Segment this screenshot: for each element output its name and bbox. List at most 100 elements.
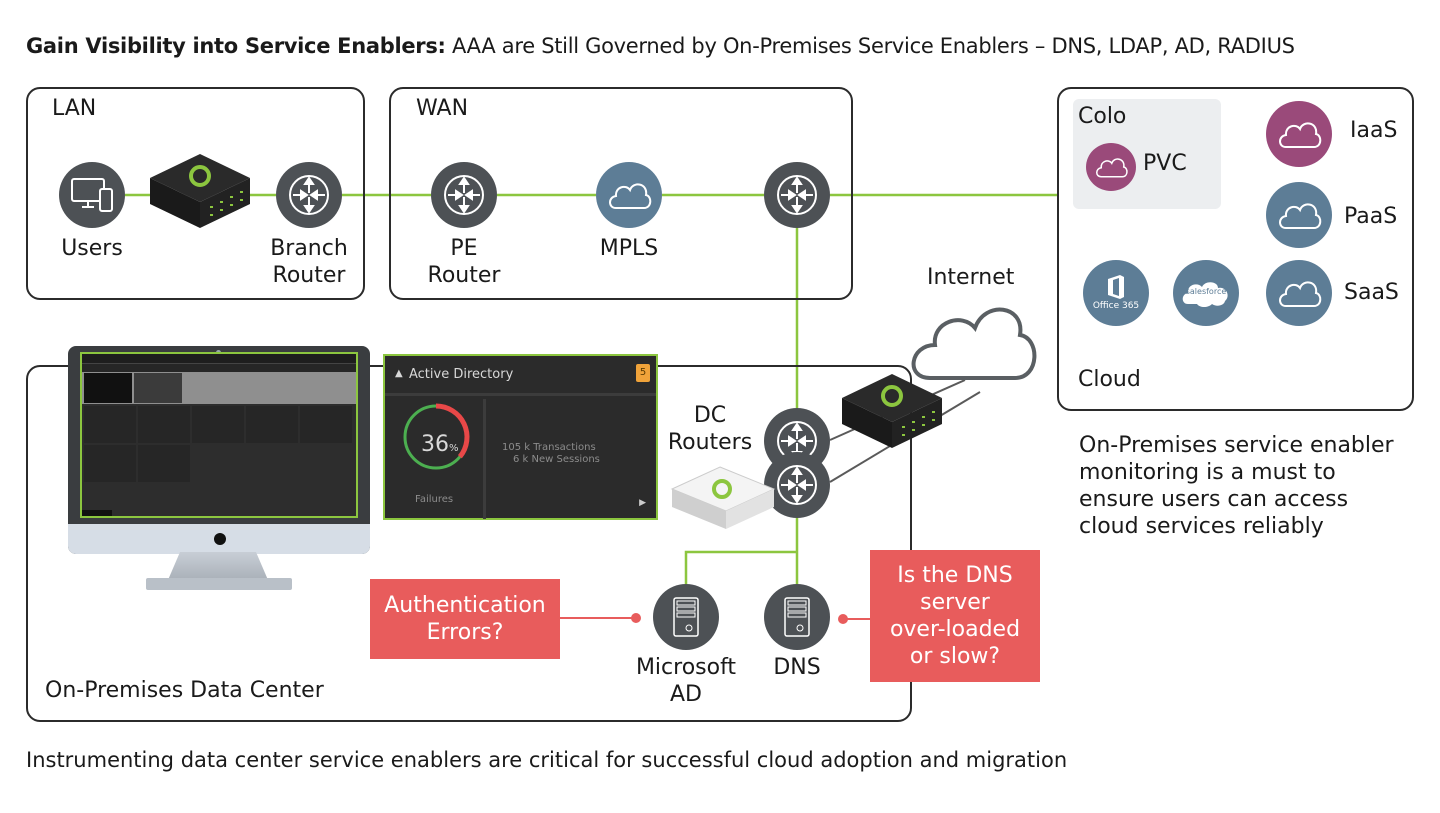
wan-edge-router-node[interactable] <box>764 162 830 228</box>
router-icon <box>777 175 817 215</box>
transactions-stat: 105 k Transactions <box>502 442 596 453</box>
wan-label: WAN <box>416 96 469 121</box>
dns-label: DNS <box>773 655 821 680</box>
iaas-node[interactable] <box>1266 101 1332 167</box>
expand-arrow-icon[interactable]: ▶ <box>639 498 646 508</box>
sessions-stat: 6 k New Sessions <box>513 454 600 465</box>
callout-line: Is the DNS <box>897 563 1013 588</box>
dc-probe-appliance-icon[interactable] <box>670 465 776 531</box>
microsoft-ad-label-line2: AD <box>670 682 702 707</box>
monitor-logo-icon <box>214 533 226 545</box>
gauge-failure-arc <box>435 403 470 459</box>
router-icon <box>777 465 817 505</box>
callout-line: or slow? <box>909 644 1001 669</box>
datacenter-label: On-Premises Data Center <box>45 678 324 703</box>
dashboard-tile[interactable] <box>84 445 136 482</box>
dashboard-tile[interactable] <box>84 373 132 403</box>
failure-percent-sign: % <box>449 443 459 454</box>
note-line: ensure users can access <box>1079 487 1349 512</box>
auth-errors-callout: Authentication Errors? <box>370 579 560 659</box>
monitor-base <box>146 578 292 590</box>
microsoft-ad-label-line1: Microsoft <box>635 655 737 680</box>
callout-line: Errors? <box>426 620 504 645</box>
users-label: Users <box>61 236 123 261</box>
note-line: cloud services reliably <box>1079 514 1324 539</box>
router-icon <box>444 175 484 215</box>
internet-probe-appliance-icon[interactable] <box>840 372 944 450</box>
salesforce-logo: salesforce <box>1180 278 1232 308</box>
dashboard-footer-tab <box>82 510 112 516</box>
dc-routers-label: DC Routers <box>665 402 755 456</box>
server-icon <box>784 597 810 637</box>
callout-line: over-loaded <box>889 617 1021 642</box>
cloud-icon <box>1096 158 1128 178</box>
lan-label: LAN <box>52 96 97 121</box>
office-icon <box>1108 275 1124 299</box>
pe-router-node[interactable] <box>431 162 497 228</box>
branch-router-label: Branch Router <box>259 235 359 289</box>
cloud-icon <box>1279 281 1322 307</box>
dashboard-tile[interactable] <box>246 406 298 443</box>
dc-router-2-node[interactable] <box>764 452 830 518</box>
paas-label: PaaS <box>1344 204 1398 229</box>
title-bold: Gain Visibility into Service Enablers: <box>26 34 446 58</box>
failures-label: Failures <box>415 494 454 505</box>
cloud-zone <box>1057 87 1414 411</box>
cloud-icon <box>1279 122 1322 148</box>
dashboard-tile[interactable] <box>134 373 182 403</box>
ad-panel-title: Active Directory <box>409 367 514 382</box>
pe-router-label-line2: Router <box>427 263 501 288</box>
users-node[interactable] <box>59 162 125 228</box>
office365-text: Office 365 <box>1092 301 1140 311</box>
monitor-stand <box>168 552 268 580</box>
wan-zone <box>389 87 853 300</box>
title-rest: AAA are Still Governed by On-Premises Se… <box>445 34 1295 58</box>
dashboard-tile[interactable] <box>192 406 244 443</box>
salesforce-node[interactable]: salesforce <box>1173 260 1239 326</box>
footer-caption: Instrumenting data center service enable… <box>26 748 1068 772</box>
failure-percent-value: 36% <box>421 432 459 457</box>
callout-line: Authentication <box>384 593 546 618</box>
ad-alert-badge[interactable]: 5 <box>636 364 650 382</box>
cloud-label: Cloud <box>1078 367 1141 392</box>
office365-node[interactable]: Office 365 <box>1083 260 1149 326</box>
ad-panel-header: ▲ Active Directory 5 <box>385 356 656 396</box>
microsoft-ad-server-node[interactable] <box>653 584 719 650</box>
dns-server-node[interactable] <box>764 584 830 650</box>
pvc-node[interactable] <box>1086 143 1136 191</box>
diagram-title: Gain Visibility into Service Enablers: A… <box>26 34 1295 58</box>
branch-router-node[interactable] <box>276 162 342 228</box>
lan-probe-appliance-icon[interactable] <box>148 152 252 230</box>
router-icon <box>289 175 329 215</box>
ad-panel-divider <box>483 399 486 519</box>
dns-slow-callout: Is the DNS server over-loaded or slow? <box>870 550 1040 682</box>
dashboard-tile[interactable] <box>300 406 352 443</box>
server-icon <box>673 597 699 637</box>
colo-label: Colo <box>1078 104 1127 129</box>
microsoft-ad-label: Microsoft AD <box>628 654 744 708</box>
paas-node[interactable] <box>1266 182 1332 248</box>
dashboard-screen[interactable] <box>80 352 358 518</box>
users-devices-icon <box>71 178 113 212</box>
dashboard-tile[interactable] <box>84 406 136 443</box>
cloud-icon <box>1279 203 1322 229</box>
pe-router-label: PE Router <box>414 235 514 289</box>
ad-panel-tree-icon: ▲ <box>395 368 403 379</box>
branch-router-label-line2: Router <box>272 263 346 288</box>
dashboard-tile[interactable] <box>138 406 190 443</box>
branch-router-label-line1: Branch <box>270 236 348 261</box>
dashboard-topbar <box>82 354 356 364</box>
cloud-icon <box>609 183 652 209</box>
mpls-node[interactable] <box>596 162 662 228</box>
salesforce-cloud-icon <box>1182 282 1228 307</box>
failure-gauge <box>403 403 470 470</box>
active-directory-panel[interactable]: ▲ Active Directory 5 36% Failures 105 k … <box>383 354 658 520</box>
mpls-label: MPLS <box>599 236 659 261</box>
dashboard-tile[interactable] <box>138 445 190 482</box>
dc-routers-label-line1: DC <box>693 403 727 428</box>
saas-node[interactable] <box>1266 260 1332 326</box>
internet-cloud-icon <box>911 307 1037 380</box>
pvc-label: PVC <box>1143 151 1187 176</box>
callout-line: server <box>920 590 990 615</box>
dashboard-breadcrumb-bar <box>82 364 356 372</box>
